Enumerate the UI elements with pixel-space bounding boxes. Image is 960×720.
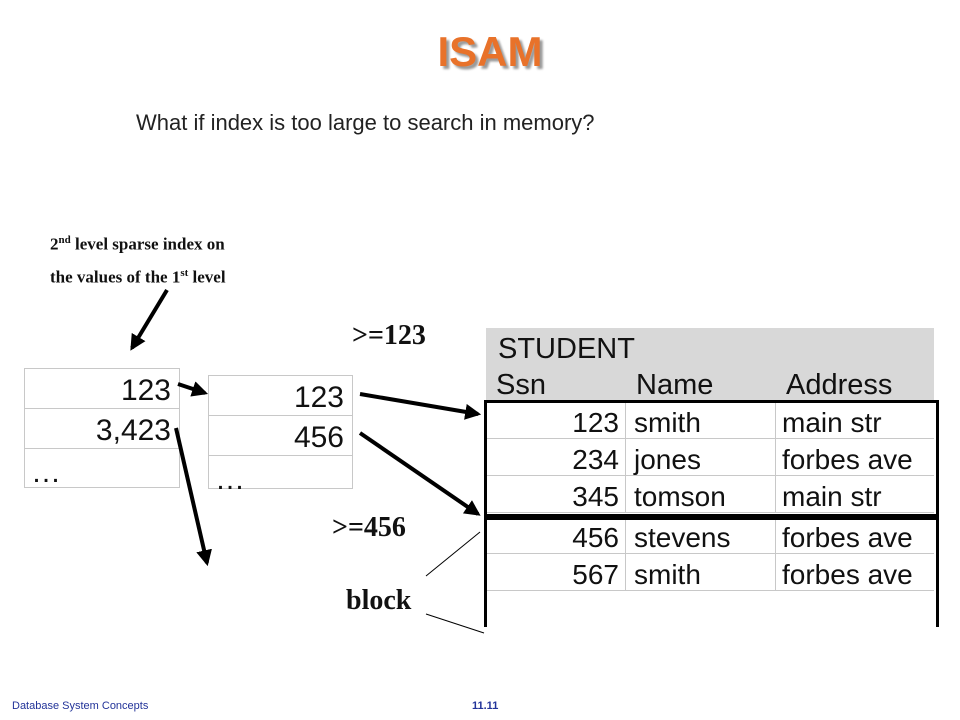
annotation-text: 2 [50,234,59,254]
cell-ssn: 567 [486,554,626,591]
label-block: block [346,585,412,616]
pointer-arrow-ge-456 [358,431,481,516]
annotation-text: the values of the 1 [50,267,181,287]
index-entry: 123 [25,369,179,409]
annotation-line-2: the values of the 1st level [50,259,226,292]
cell-name: smith [626,402,776,439]
annotation-superscript: st [180,266,189,279]
cell-address: forbes ave [776,517,934,554]
annotation-text: level sparse index on [70,234,225,254]
index-entry: 456 [209,416,352,456]
data-block-2 [484,517,939,627]
cell-name: stevens [626,517,776,554]
annotation-line-1: 2nd level sparse index on [50,226,226,259]
slide-title: ISAM [437,28,543,75]
cell-ssn: 234 [486,439,626,476]
pointer-arrow-123 [177,381,209,397]
index-ellipsis: … [31,456,61,489]
table-row: 234 jones forbes ave [486,439,934,476]
footer-course: Database System Concepts [12,700,149,712]
column-header-address: Address [776,364,934,401]
pointer-arrow-3423 [174,427,212,567]
annotation-text: level [188,267,226,287]
table-row: 567 smith forbes ave [486,554,934,591]
data-block-1 [484,400,939,517]
column-header-ssn: Ssn [486,364,626,401]
index-entry: 3,423 [25,409,179,449]
cell-address: forbes ave [776,439,934,476]
table-name: STUDENT [486,328,934,365]
cell-address: main str [776,402,934,439]
label-ge-123: >=123 [352,320,426,351]
second-level-index-annotation: 2nd level sparse index on the values of … [50,226,226,291]
second-level-index: 123 3,423 … [24,368,180,489]
cell-address: forbes ave [776,554,934,591]
cell-address: main str [776,476,934,513]
slide-subtitle: What if index is too large to search in … [136,110,595,135]
table-row: 123 smith main str [486,402,934,439]
table-row: 345 tomson main str [486,476,934,513]
cell-name: smith [626,554,776,591]
first-level-index: 123 456 … [208,375,353,496]
block-callout-line [425,531,481,577]
student-table: STUDENT Ssn Name Address 123 smith main … [486,328,934,624]
column-header-name: Name [626,364,776,401]
index-ellipsis: … [215,463,245,496]
pointer-arrow-ge-123 [359,392,482,420]
block-callout-line [425,613,485,634]
cell-ssn: 345 [486,476,626,513]
annotation-arrow [130,288,169,351]
cell-name: jones [626,439,776,476]
annotation-superscript: nd [58,234,71,246]
table-row: 456 stevens forbes ave [486,517,934,554]
cell-ssn: 123 [486,402,626,439]
index-entry: 123 [209,376,352,416]
cell-name: tomson [626,476,776,513]
label-ge-456: >=456 [332,512,406,543]
cell-ssn: 456 [486,517,626,554]
footer-page-number: 11.11 [472,700,499,712]
